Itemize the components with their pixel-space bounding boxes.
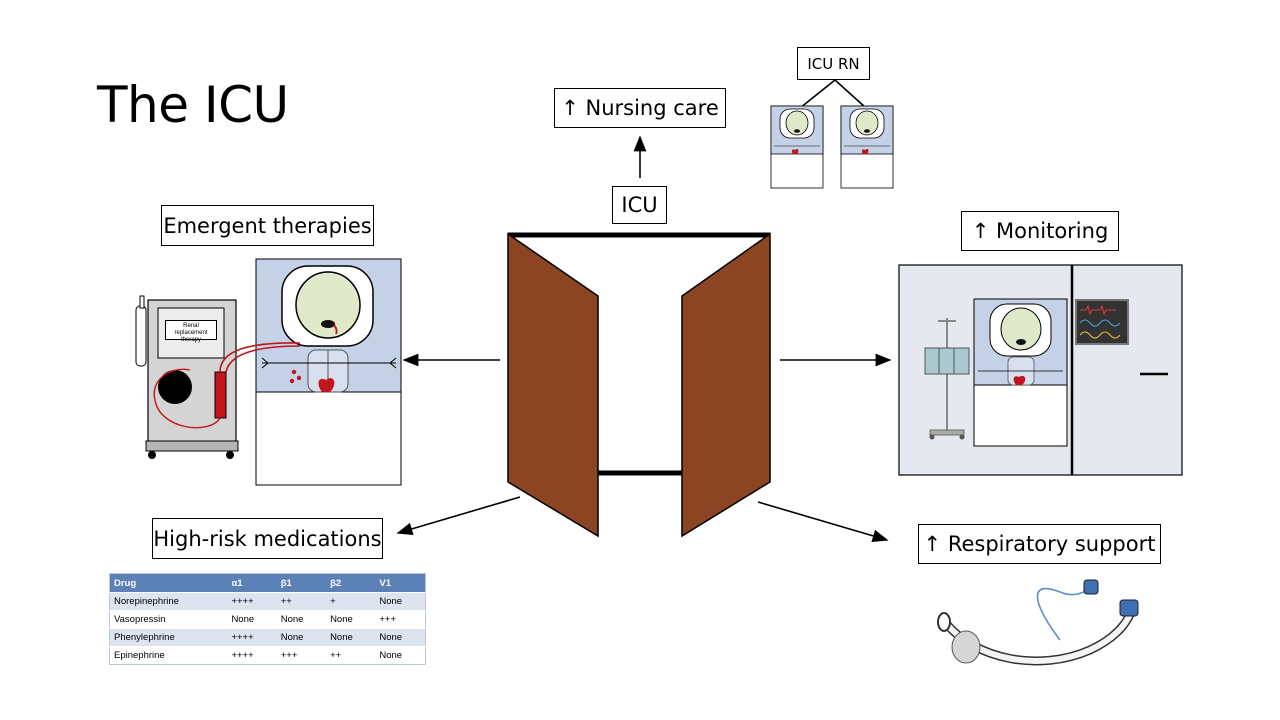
table-cell: None [326, 610, 376, 629]
table-cell: None [375, 628, 426, 647]
high-risk-medications-box: High-risk medications [152, 518, 383, 559]
endotracheal-tube [937, 579, 1139, 666]
header-cell: β2 [326, 573, 376, 593]
monitoring-box: ↑ Monitoring [961, 211, 1119, 251]
icu-rn-box: ICU RN [797, 47, 870, 80]
table-row: Epinephrine ++++ +++ ++ None [109, 646, 426, 665]
table-row: Phenylephrine ++++ None None None [109, 628, 426, 647]
monitoring-room [898, 264, 1183, 476]
dialysis-machine [135, 295, 301, 459]
renal-replacement-label: Renal replacement therapy [165, 320, 217, 343]
header-cell: V1 [375, 573, 426, 593]
icu-box: ICU [612, 186, 667, 224]
table-cell: None [375, 646, 426, 665]
table-cell: Phenylephrine [109, 628, 228, 647]
header-cell: Drug [109, 573, 228, 593]
slide-title: The ICU [97, 76, 289, 134]
table-cell: None [276, 628, 327, 647]
table-cell: Norepinephrine [109, 592, 228, 611]
table-cell: ++ [326, 646, 376, 665]
table-cell: +++ [375, 610, 426, 629]
table-cell: None [375, 592, 426, 611]
rn-patient-beds [770, 105, 894, 189]
table-cell: + [326, 592, 376, 611]
drug-table-header: Drug α1 β1 β2 V1 [109, 573, 426, 593]
table-cell: ++ [276, 592, 327, 611]
header-cell: α1 [227, 573, 277, 593]
header-cell: β1 [276, 573, 327, 593]
table-cell: None [276, 610, 327, 629]
table-row: Vasopressin None None None +++ [109, 610, 426, 629]
table-cell: None [227, 610, 277, 629]
emergent-therapies-box: Emergent therapies [161, 205, 374, 246]
table-cell: Vasopressin [109, 610, 228, 629]
respiratory-support-box: ↑ Respiratory support [918, 524, 1161, 564]
table-cell: +++ [276, 646, 327, 665]
drug-table: Drug α1 β1 β2 V1 Norepinephrine ++++ ++ … [109, 573, 426, 665]
icu-doors [507, 232, 771, 538]
table-cell: None [326, 628, 376, 647]
table-cell: ++++ [227, 592, 277, 611]
table-cell: ++++ [227, 628, 277, 647]
table-cell: Epinephrine [109, 646, 228, 665]
patient-bed-large [255, 258, 402, 486]
table-row: Norepinephrine ++++ ++ + None [109, 592, 426, 611]
nursing-care-box: ↑ Nursing care [554, 88, 726, 128]
arrows [396, 79, 892, 543]
table-cell: ++++ [227, 646, 277, 665]
